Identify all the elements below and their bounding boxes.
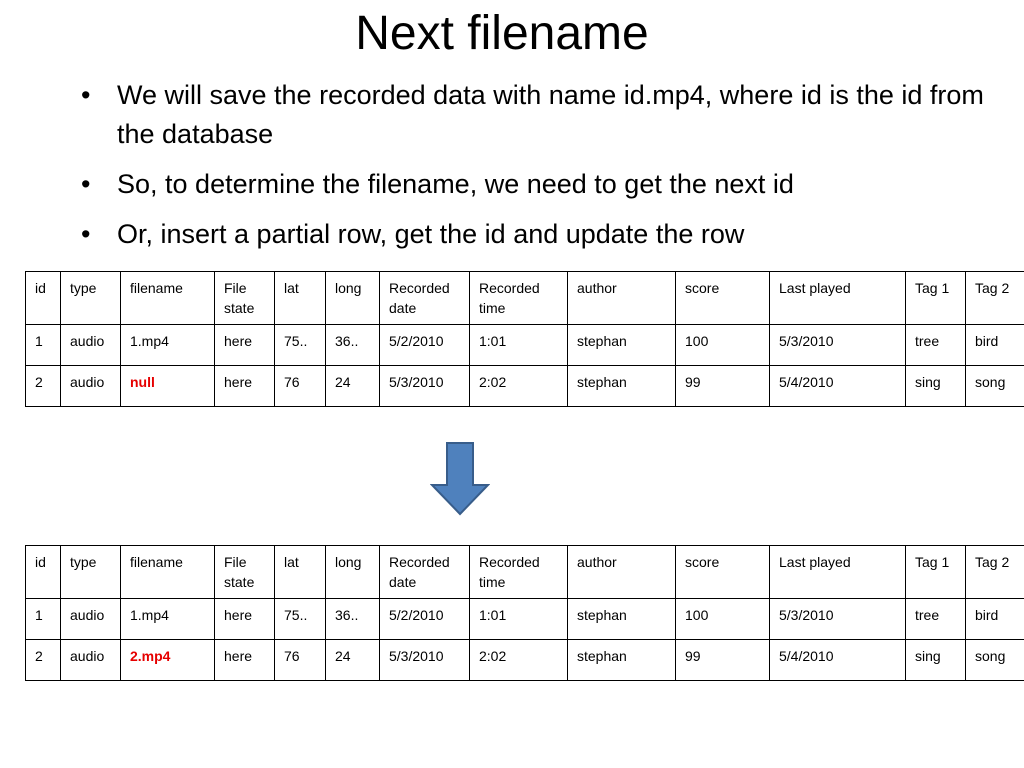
bullet-item: We will save the recorded data with name… [75, 76, 995, 154]
table-cell: 1.mp4 [120, 324, 215, 366]
header-cell-last-played: Last played [769, 271, 906, 325]
table-cell: 5/4/2010 [769, 639, 906, 681]
header-cell-author: author [567, 545, 676, 599]
table-cell: 24 [325, 639, 380, 681]
table-cell: here [214, 639, 275, 681]
header-cell-author: author [567, 271, 676, 325]
table-cell: stephan [567, 639, 676, 681]
table-cell: bird [965, 324, 1024, 366]
table-header-row: id type filename File state lat long Rec… [25, 545, 1024, 599]
table-header-row: id type filename File state lat long Rec… [25, 271, 1024, 325]
table-cell: 36.. [325, 598, 380, 640]
table-cell: 2 [25, 639, 61, 681]
table-cell: audio [60, 324, 121, 366]
table-cell: audio [60, 365, 121, 407]
down-arrow-icon [430, 442, 490, 516]
header-cell-recorded-date: Recorded date [379, 545, 470, 599]
header-cell-long: long [325, 545, 380, 599]
bullet-list: We will save the recorded data with name… [75, 76, 995, 265]
table-cell: bird [965, 598, 1024, 640]
header-cell-recorded-time: Recorded time [469, 545, 568, 599]
table-cell: sing [905, 365, 966, 407]
table-cell: stephan [567, 365, 676, 407]
table-cell: here [214, 365, 275, 407]
highlighted-filename-cell: 2.mp4 [120, 639, 215, 681]
table-cell: audio [60, 598, 121, 640]
table-cell: tree [905, 598, 966, 640]
header-cell-filename: filename [120, 545, 215, 599]
table-cell: here [214, 598, 275, 640]
table-cell: audio [60, 639, 121, 681]
table-cell: 5/2/2010 [379, 598, 470, 640]
table-cell: 99 [675, 365, 770, 407]
table-row: 1 audio 1.mp4 here 75.. 36.. 5/2/2010 1:… [25, 598, 1024, 640]
highlighted-filename-cell: null [120, 365, 215, 407]
table-cell: sing [905, 639, 966, 681]
table-cell: 2:02 [469, 365, 568, 407]
header-cell-long: long [325, 271, 380, 325]
table-cell: 5/3/2010 [769, 598, 906, 640]
table-cell: 36.. [325, 324, 380, 366]
table-cell: 5/4/2010 [769, 365, 906, 407]
header-cell-tag-2: Tag 2 [965, 271, 1024, 325]
table-cell: 5/3/2010 [379, 365, 470, 407]
bullet-item: Or, insert a partial row, get the id and… [75, 215, 995, 254]
header-cell-last-played: Last played [769, 545, 906, 599]
header-cell-type: type [60, 545, 121, 599]
table-cell: 2 [25, 365, 61, 407]
table-cell: 1 [25, 324, 61, 366]
header-cell-type: type [60, 271, 121, 325]
header-cell-file-state: File state [214, 271, 275, 325]
bullet-item: So, to determine the filename, we need t… [75, 165, 995, 204]
table-row: 1 audio 1.mp4 here 75.. 36.. 5/2/2010 1:… [25, 324, 1024, 366]
header-cell-id: id [25, 545, 61, 599]
table-cell: here [214, 324, 275, 366]
table-cell: tree [905, 324, 966, 366]
table-cell: 1.mp4 [120, 598, 215, 640]
header-cell-tag-1: Tag 1 [905, 271, 966, 325]
header-cell-score: score [675, 271, 770, 325]
header-cell-id: id [25, 271, 61, 325]
table-cell: 2:02 [469, 639, 568, 681]
header-cell-lat: lat [274, 545, 326, 599]
table-cell: 24 [325, 365, 380, 407]
slide-title: Next filename [355, 7, 649, 60]
table-cell: song [965, 365, 1024, 407]
table-cell: 75.. [274, 324, 326, 366]
table-cell: stephan [567, 598, 676, 640]
table-cell: 1 [25, 598, 61, 640]
table-cell: 76 [274, 365, 326, 407]
table-cell: 5/3/2010 [769, 324, 906, 366]
table-cell: 99 [675, 639, 770, 681]
table-row: 2 audio 2.mp4 here 76 24 5/3/2010 2:02 s… [25, 639, 1024, 681]
table-cell: 5/2/2010 [379, 324, 470, 366]
header-cell-recorded-date: Recorded date [379, 271, 470, 325]
table-cell: 5/3/2010 [379, 639, 470, 681]
table-cell: song [965, 639, 1024, 681]
table-cell: 100 [675, 324, 770, 366]
header-cell-tag-2: Tag 2 [965, 545, 1024, 599]
header-cell-filename: filename [120, 271, 215, 325]
table-cell: stephan [567, 324, 676, 366]
table-cell: 1:01 [469, 598, 568, 640]
header-cell-tag-1: Tag 1 [905, 545, 966, 599]
table-after-update: id type filename File state lat long Rec… [25, 545, 1024, 681]
table-row: 2 audio null here 76 24 5/3/2010 2:02 st… [25, 365, 1024, 407]
table-cell: 75.. [274, 598, 326, 640]
header-cell-file-state: File state [214, 545, 275, 599]
header-cell-recorded-time: Recorded time [469, 271, 568, 325]
header-cell-lat: lat [274, 271, 326, 325]
table-cell: 100 [675, 598, 770, 640]
table-before-update: id type filename File state lat long Rec… [25, 271, 1024, 407]
header-cell-score: score [675, 545, 770, 599]
table-cell: 76 [274, 639, 326, 681]
table-cell: 1:01 [469, 324, 568, 366]
